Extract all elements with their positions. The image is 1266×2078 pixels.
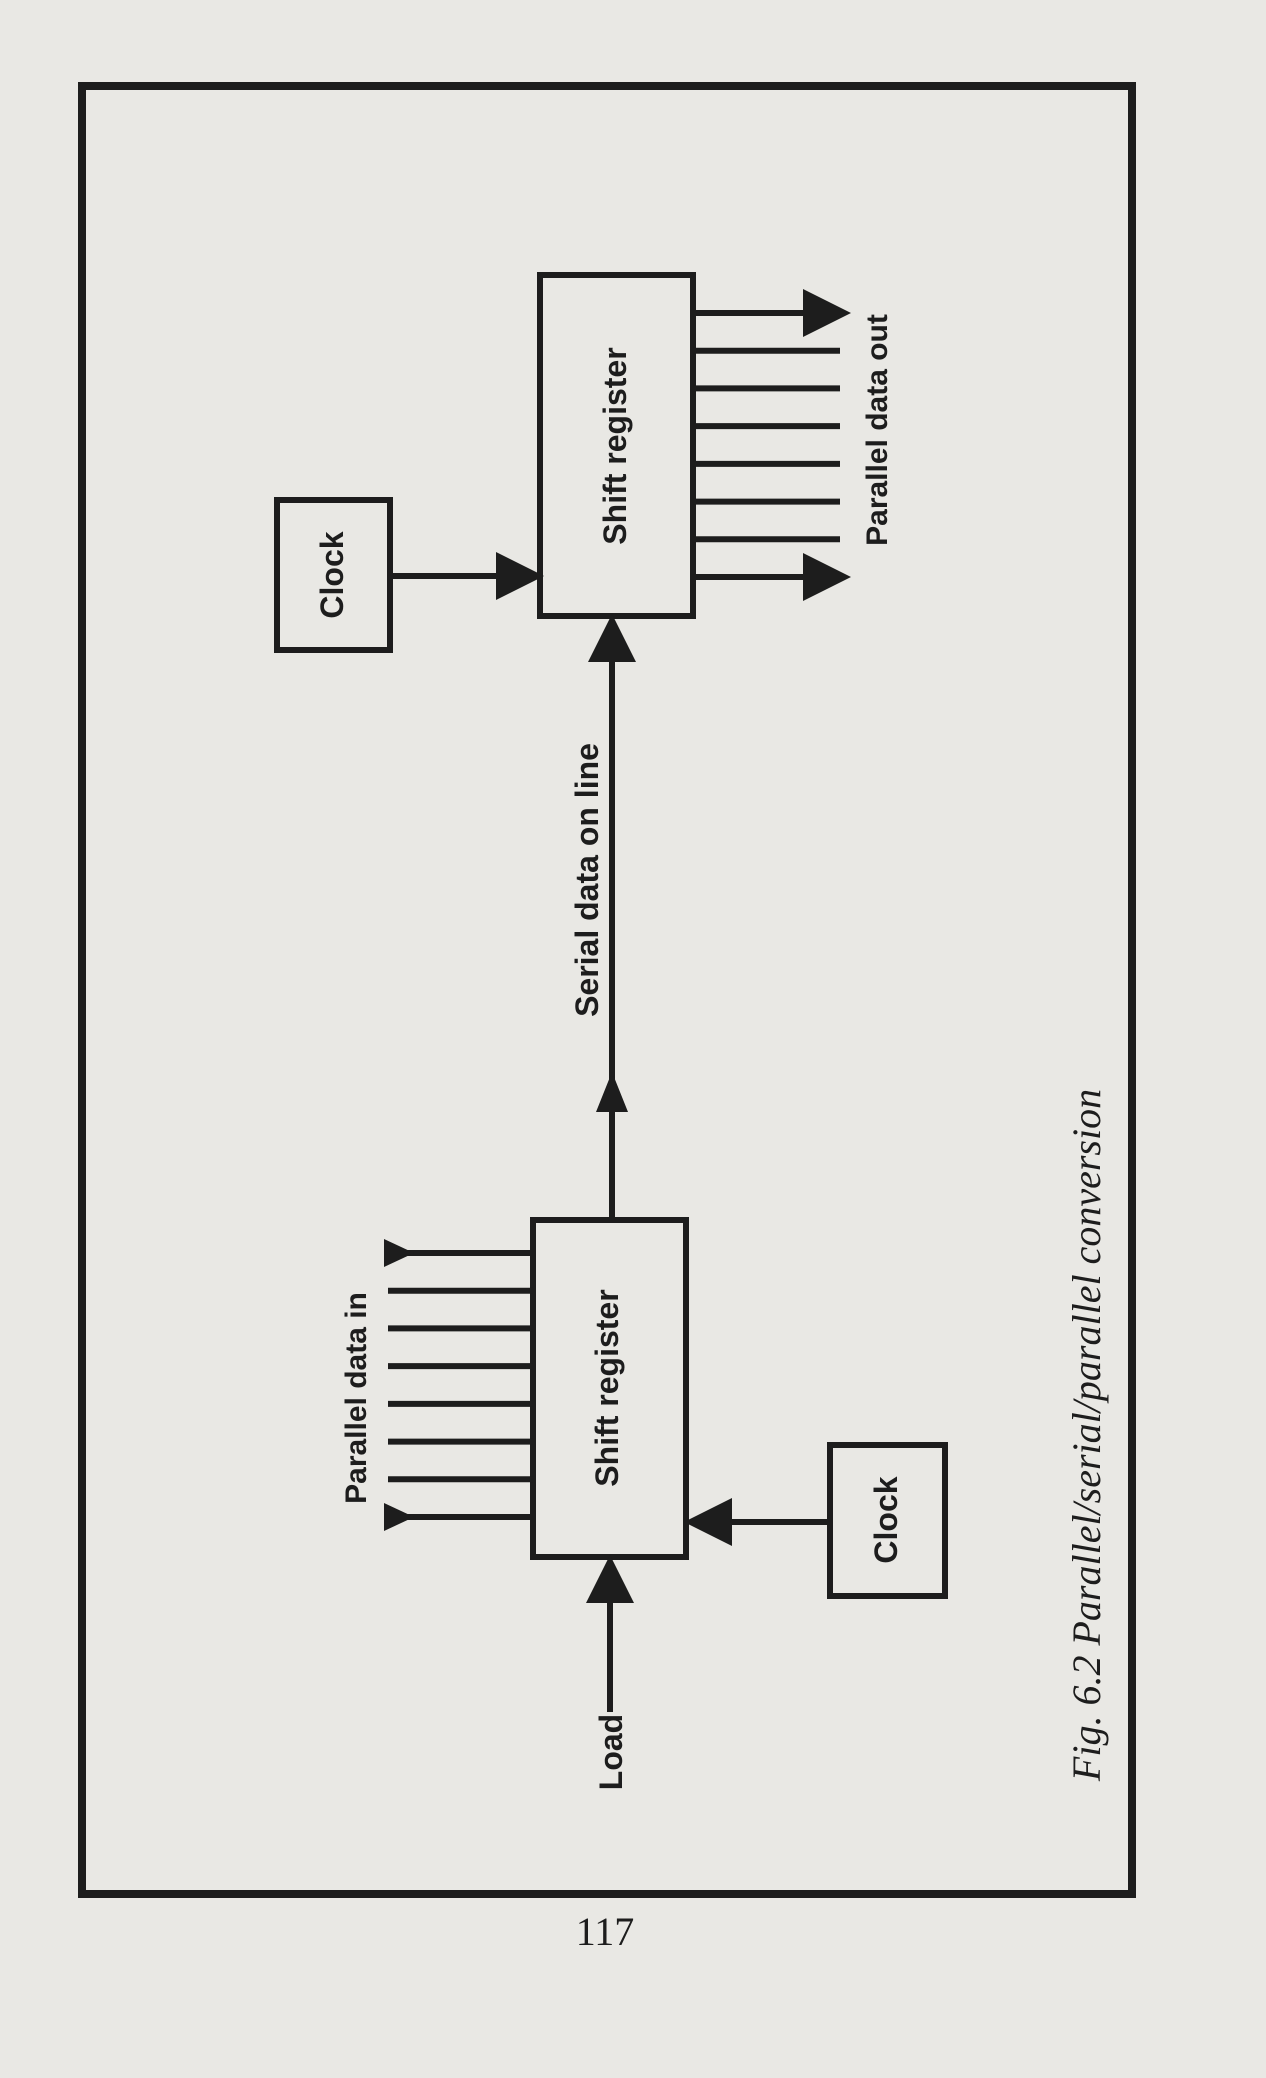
clock-label-top: Clock [314, 531, 350, 618]
parallel-in-label: Parallel data in [340, 1292, 373, 1504]
parallel-in-arrowhead [384, 1239, 414, 1267]
serial-line-label: Serial data on line [569, 743, 605, 1017]
parallel-in-arrowhead [384, 1503, 414, 1531]
shift-register-send-label: Shift register [589, 1289, 625, 1486]
shift-register-receive-label: Shift register [597, 347, 633, 544]
parallel-out-label: Parallel data out [861, 314, 894, 546]
figure-caption: Fig. 6.2 Parallel/serial/parallel conver… [1064, 1089, 1109, 1782]
page-number: 117 [576, 1909, 635, 1954]
parallel-in-lines [384, 1239, 533, 1531]
serial-line-midarrow [596, 1072, 628, 1112]
parallel-out-lines [693, 289, 851, 601]
load-label: Load [593, 1714, 629, 1790]
clock-label-bottom: Clock [868, 1476, 904, 1563]
figure-frame [78, 82, 1136, 1898]
